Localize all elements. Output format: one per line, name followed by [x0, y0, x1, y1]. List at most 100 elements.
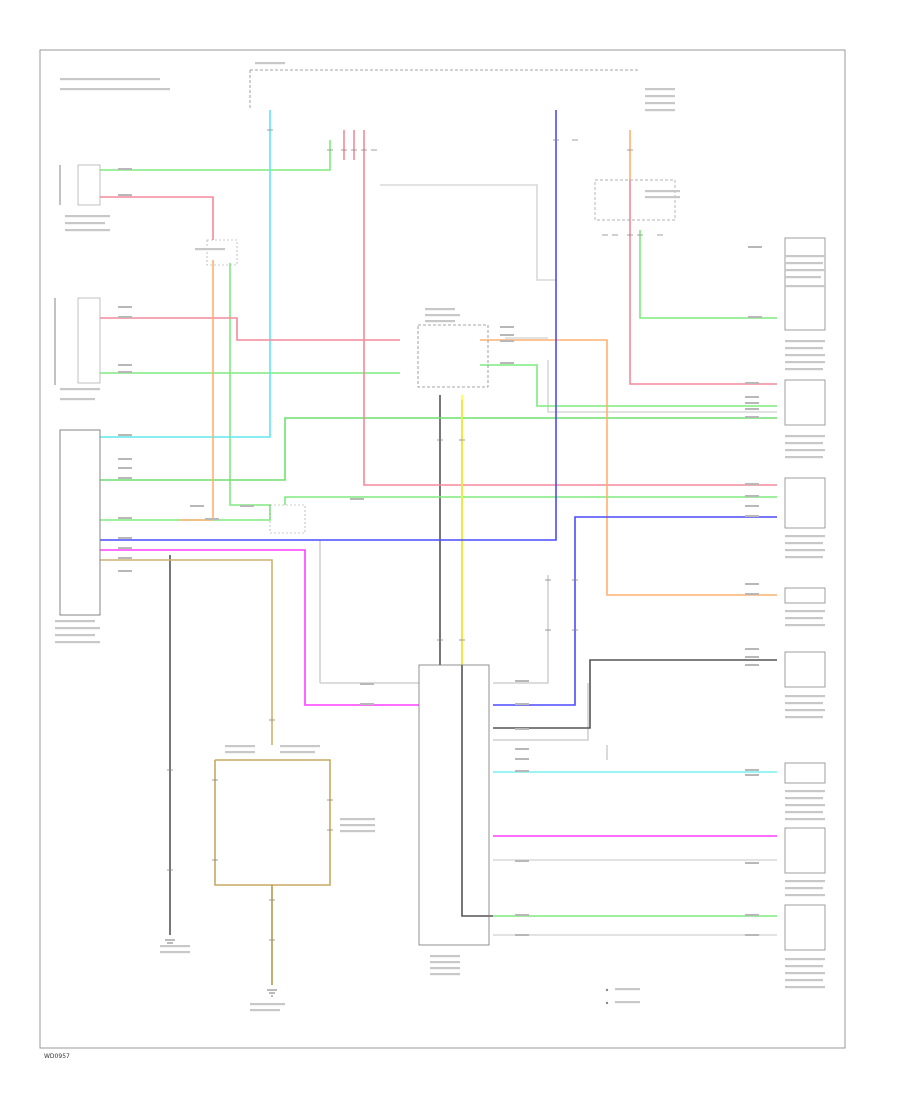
wire-label-chip — [515, 728, 529, 730]
label-block — [785, 702, 823, 705]
label-block — [785, 972, 825, 975]
label-block — [615, 1001, 640, 1004]
label-block — [785, 986, 825, 989]
wire-label-chip — [118, 537, 132, 539]
label-block — [785, 695, 825, 698]
wire-label-chip — [118, 194, 132, 196]
label-block — [785, 965, 823, 968]
wire-label-chip — [118, 168, 132, 170]
violet-wires — [100, 549, 777, 837]
label-block — [785, 804, 825, 807]
label-block — [430, 961, 460, 964]
wire-label-chip — [745, 648, 759, 650]
label-block — [430, 973, 460, 976]
wire-label-chip — [515, 758, 529, 760]
wire-label-chip — [118, 316, 132, 318]
label-block — [430, 967, 460, 970]
label-block — [645, 109, 675, 112]
wire-label-chip — [515, 860, 529, 862]
label-block — [225, 745, 255, 748]
label-block — [785, 811, 823, 814]
label-block — [785, 442, 823, 445]
label-block — [785, 456, 823, 459]
label-block — [785, 894, 825, 897]
label-block — [785, 797, 823, 800]
wire-label-chip — [745, 769, 759, 771]
label-block — [785, 255, 825, 258]
wire-label-chip — [745, 583, 759, 585]
label-block — [785, 709, 825, 712]
green-wires — [100, 140, 777, 917]
label-block — [55, 627, 100, 630]
label-block — [645, 190, 680, 193]
wire-label-chip — [360, 683, 374, 685]
label-block — [785, 979, 823, 982]
label-block — [60, 398, 95, 401]
wire-label-chip — [118, 517, 132, 519]
wire-label-chip — [745, 483, 759, 485]
light-blue-wires — [100, 110, 777, 773]
wire-label-chip — [118, 434, 132, 436]
pin-ticks — [167, 129, 663, 941]
label-blocks — [55, 62, 825, 1012]
gray-wires — [319, 184, 777, 936]
label-block — [785, 361, 825, 364]
wire-label-chip — [118, 547, 132, 549]
wire-label-chip — [745, 408, 759, 410]
wire-label-chip — [515, 680, 529, 682]
label-block — [645, 196, 680, 199]
label-block — [615, 988, 640, 991]
wire-label-chip — [745, 664, 759, 666]
wire-label-chip — [745, 774, 759, 776]
label-block — [250, 1009, 280, 1012]
label-block — [785, 958, 825, 961]
blue-wires — [100, 110, 777, 706]
label-block — [785, 269, 825, 272]
wire-label-chip — [500, 326, 514, 328]
label-block — [785, 368, 823, 371]
label-block — [785, 354, 825, 357]
label-block — [65, 229, 110, 232]
wire-label-chip — [500, 334, 514, 336]
wire-label-chip — [190, 505, 204, 507]
label-block — [785, 880, 825, 883]
label-block — [160, 951, 190, 954]
label-block — [785, 262, 823, 265]
wire-label-chip — [515, 914, 529, 916]
label-block — [280, 751, 315, 754]
wire-label-chip — [748, 316, 762, 318]
label-block — [340, 830, 375, 833]
label-block — [65, 222, 105, 225]
wire-label-chip — [360, 703, 374, 705]
label-block — [225, 751, 255, 754]
label-block — [340, 824, 375, 827]
label-block — [425, 314, 460, 317]
wire-label-chip — [118, 557, 132, 559]
label-block — [785, 624, 825, 627]
label-block — [340, 818, 375, 821]
wire-label-chip — [205, 518, 219, 520]
label-block — [425, 308, 455, 311]
label-block — [60, 388, 100, 391]
wire-label-chip — [515, 703, 529, 705]
wire-label-chip — [745, 862, 759, 864]
wire-label-chip — [515, 748, 529, 750]
wire-label-chip — [515, 934, 529, 936]
label-block — [785, 556, 823, 559]
label-block — [645, 88, 675, 91]
wire-label-chip — [118, 467, 132, 469]
label-block — [645, 95, 675, 98]
wire-label-chip — [745, 416, 759, 418]
label-block — [785, 887, 823, 890]
label-block — [785, 790, 825, 793]
label-block — [785, 285, 825, 288]
wire-label-chip — [118, 458, 132, 460]
label-block — [785, 276, 821, 279]
wire-label-chip — [745, 505, 759, 507]
wire-label-chip — [745, 656, 759, 658]
connectors — [54, 69, 826, 1005]
label-block — [785, 340, 825, 343]
wire-label-chip — [118, 364, 132, 366]
